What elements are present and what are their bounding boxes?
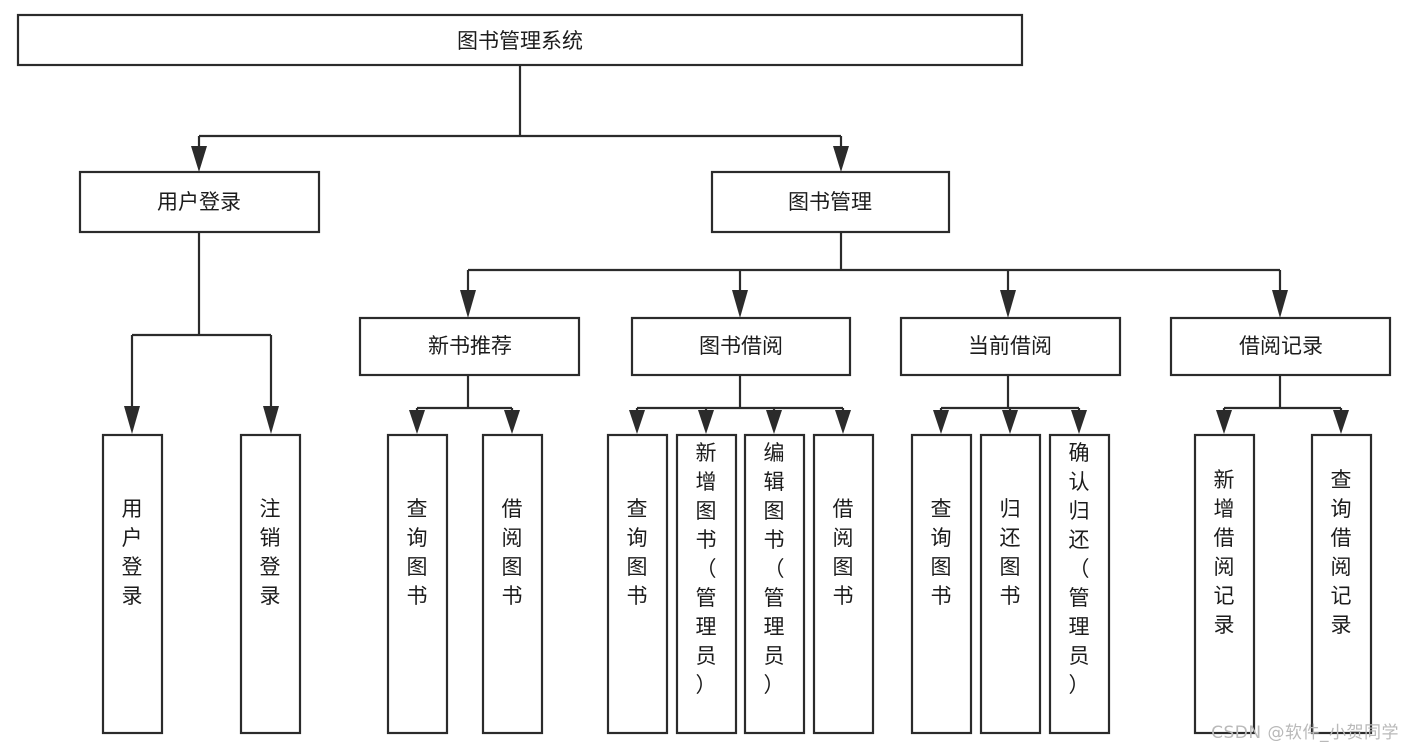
- node-user-login-label: 用户登录: [157, 190, 241, 214]
- node-book-manage-label: 图书管理: [788, 190, 872, 214]
- node-leaf-add-book-label: 新增图书（管理员）: [696, 441, 717, 697]
- node-leaf-borrow-book-2[interactable]: 借阅图书: [812, 433, 875, 735]
- node-leaf-query-book-3-box[interactable]: [910, 433, 973, 735]
- node-leaf-borrow-book-2-box[interactable]: [812, 433, 875, 735]
- arrow-head-leaf-query-book-2: [629, 410, 645, 434]
- arrow-head-leaf-borrow-book-2: [835, 410, 851, 434]
- arrow-head-current-borrow: [1000, 290, 1016, 318]
- node-leaf-query-book-1-label: 查询图书: [407, 497, 428, 608]
- node-user-login[interactable]: 用户登录: [78, 170, 321, 234]
- node-user-login-box[interactable]: [78, 170, 321, 234]
- node-borrow-record[interactable]: 借阅记录: [1169, 316, 1392, 377]
- node-book-manage[interactable]: 图书管理: [710, 170, 951, 234]
- node-new-book-rec-box[interactable]: [358, 316, 581, 377]
- node-leaf-query-book-2-label: 查询图书: [627, 497, 648, 608]
- node-root[interactable]: 图书管理系统: [16, 13, 1024, 67]
- node-current-borrow[interactable]: 当前借阅: [899, 316, 1122, 377]
- arrow-head-leaf-logout: [263, 406, 279, 434]
- node-leaf-user-login-label: 用户登录: [122, 497, 143, 608]
- node-leaf-add-record-label: 新增借阅记录: [1214, 468, 1235, 637]
- arrow-head-borrow-record: [1272, 290, 1288, 318]
- node-borrow-record-box[interactable]: [1169, 316, 1392, 377]
- node-book-borrow-box[interactable]: [630, 316, 852, 377]
- arrow-head-leaf-add-record: [1216, 410, 1232, 434]
- node-current-borrow-box[interactable]: [899, 316, 1122, 377]
- arrow-head-book-borrow: [732, 290, 748, 318]
- node-leaf-add-book-box[interactable]: [675, 433, 738, 735]
- node-current-borrow-label: 当前借阅: [968, 334, 1052, 358]
- node-leaf-user-login-box[interactable]: [101, 433, 164, 735]
- node-leaf-return-book[interactable]: 归还图书: [979, 433, 1042, 735]
- node-borrow-record-label: 借阅记录: [1239, 334, 1323, 358]
- node-leaf-add-record[interactable]: 新增借阅记录: [1193, 433, 1256, 735]
- node-leaf-query-book-3-label: 查询图书: [931, 497, 952, 608]
- node-new-book-rec-label: 新书推荐: [428, 334, 512, 358]
- node-leaf-add-record-box[interactable]: [1193, 433, 1256, 735]
- node-leaf-confirm-return-box[interactable]: [1048, 433, 1111, 735]
- node-leaf-query-record-box[interactable]: [1310, 433, 1373, 735]
- node-leaf-return-book-box[interactable]: [979, 433, 1042, 735]
- node-leaf-edit-book-box[interactable]: [743, 433, 806, 735]
- node-book-borrow-label: 图书借阅: [699, 334, 783, 358]
- arrow-head-leaf-user-login: [124, 406, 140, 434]
- arrow-head-leaf-query-record: [1333, 410, 1349, 434]
- node-leaf-confirm-return-label: 确认归还（管理员）: [1069, 441, 1090, 697]
- arrow-head-leaf-return-book: [1002, 410, 1018, 434]
- arrow-head-leaf-query-book-1: [409, 410, 425, 434]
- arrow-head-leaf-borrow-book-1: [504, 410, 520, 434]
- arrow-head-leaf-confirm-return: [1071, 410, 1087, 434]
- node-leaf-query-record[interactable]: 查询借阅记录: [1310, 433, 1373, 735]
- node-leaf-edit-book-label: 编辑图书（管理员）: [764, 441, 785, 697]
- node-leaf-add-book[interactable]: 新增图书（管理员）: [675, 433, 738, 735]
- node-root-label: 图书管理系统: [457, 29, 583, 53]
- arrow-head-new-book-rec: [460, 290, 476, 318]
- node-leaf-logout-label: 注销登录: [260, 497, 281, 608]
- node-leaf-confirm-return[interactable]: 确认归还（管理员）: [1048, 433, 1111, 735]
- node-leaf-user-login[interactable]: 用户登录: [101, 433, 164, 735]
- node-book-borrow[interactable]: 图书借阅: [630, 316, 852, 377]
- node-leaf-borrow-book-1-label: 借阅图书: [502, 497, 523, 608]
- node-leaf-logout-box[interactable]: [239, 433, 302, 735]
- connector-group: [124, 65, 1349, 434]
- node-leaf-edit-book[interactable]: 编辑图书（管理员）: [743, 433, 806, 735]
- node-leaf-query-book-3[interactable]: 查询图书: [910, 433, 973, 735]
- node-leaf-query-book-2-box[interactable]: [606, 433, 669, 735]
- node-leaf-query-book-2[interactable]: 查询图书: [606, 433, 669, 735]
- arrow-head-leaf-edit-book: [766, 410, 782, 434]
- node-book-manage-box[interactable]: [710, 170, 951, 234]
- arrow-head-user-login: [191, 146, 207, 172]
- node-leaf-borrow-book-1-box[interactable]: [481, 433, 544, 735]
- node-leaf-logout[interactable]: 注销登录: [239, 433, 302, 735]
- arrow-head-leaf-query-book-3: [933, 410, 949, 434]
- node-leaf-query-record-label: 查询借阅记录: [1331, 468, 1352, 637]
- csdn-watermark: CSDN @软件_小贺同学: [1211, 723, 1399, 743]
- arrow-head-leaf-add-book: [698, 410, 714, 434]
- arrow-head-book-manage: [833, 146, 849, 172]
- node-leaf-query-book-1-box[interactable]: [386, 433, 449, 735]
- node-leaf-return-book-label: 归还图书: [1000, 497, 1021, 608]
- node-leaf-borrow-book-2-label: 借阅图书: [833, 497, 854, 608]
- node-leaf-borrow-book-1[interactable]: 借阅图书: [481, 433, 544, 735]
- node-new-book-rec[interactable]: 新书推荐: [358, 316, 581, 377]
- node-root-box[interactable]: [16, 13, 1024, 67]
- node-leaf-query-book-1[interactable]: 查询图书: [386, 433, 449, 735]
